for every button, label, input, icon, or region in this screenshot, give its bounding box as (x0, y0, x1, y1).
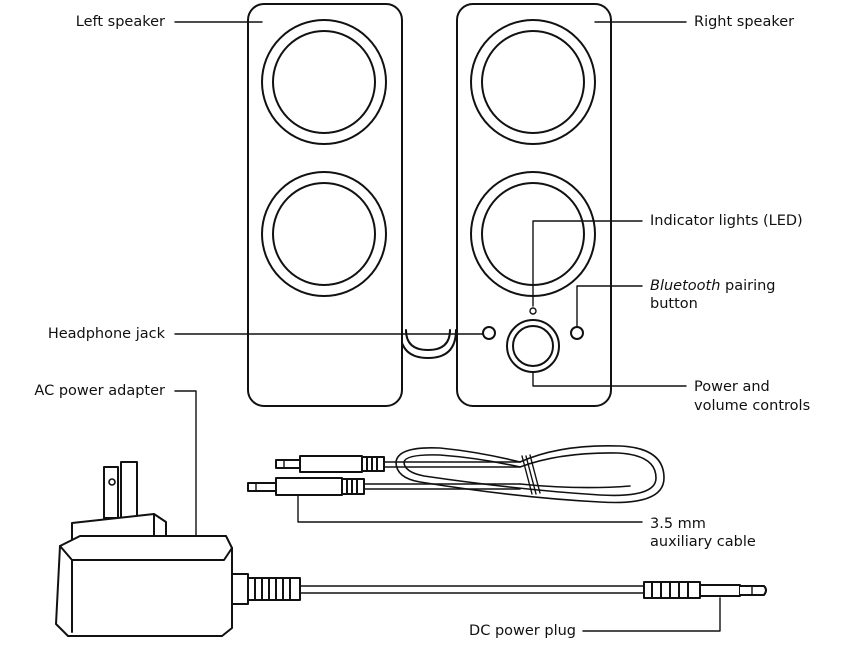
label-aux-cable-line2: auxiliary cable (650, 534, 756, 550)
label-ac-power-adapter: AC power adapter (34, 383, 165, 399)
leader-bluetooth (576, 285, 643, 327)
right-speaker (456, 3, 612, 407)
leader-ac-adapter (174, 390, 197, 537)
aux-cable (247, 445, 665, 504)
ac-power-adapter (55, 461, 767, 637)
label-dc-power-plug: DC power plug (469, 623, 576, 639)
label-left-speaker: Left speaker (75, 14, 165, 30)
leader-power-volume (532, 371, 687, 387)
leader-indicator-lights (532, 220, 643, 307)
leader-dc-plug (582, 597, 721, 632)
label-headphone-jack: Headphone jack (47, 326, 165, 342)
label-bluetooth-italic: Bluetooth (650, 278, 721, 294)
label-power-volume-line1: Power and (694, 379, 770, 395)
left-speaker (247, 3, 403, 407)
led-icon (529, 307, 537, 315)
headphone-jack-icon (482, 326, 496, 340)
label-indicator-lights: Indicator lights (LED) (650, 213, 803, 229)
bluetooth-button-icon (570, 326, 584, 340)
label-bluetooth-pairing: Bluetooth pairing (650, 277, 776, 295)
leader-aux-cable (297, 494, 643, 523)
label-power-volume-line2: volume controls (694, 398, 811, 414)
label-aux-cable-line1: 3.5 mm (650, 516, 706, 532)
label-bluetooth-rest: pairing (720, 278, 776, 294)
label-right-speaker: Right speaker (694, 14, 795, 30)
leader-lines (174, 21, 721, 632)
label-bluetooth-pairing-line2: button (650, 296, 698, 312)
